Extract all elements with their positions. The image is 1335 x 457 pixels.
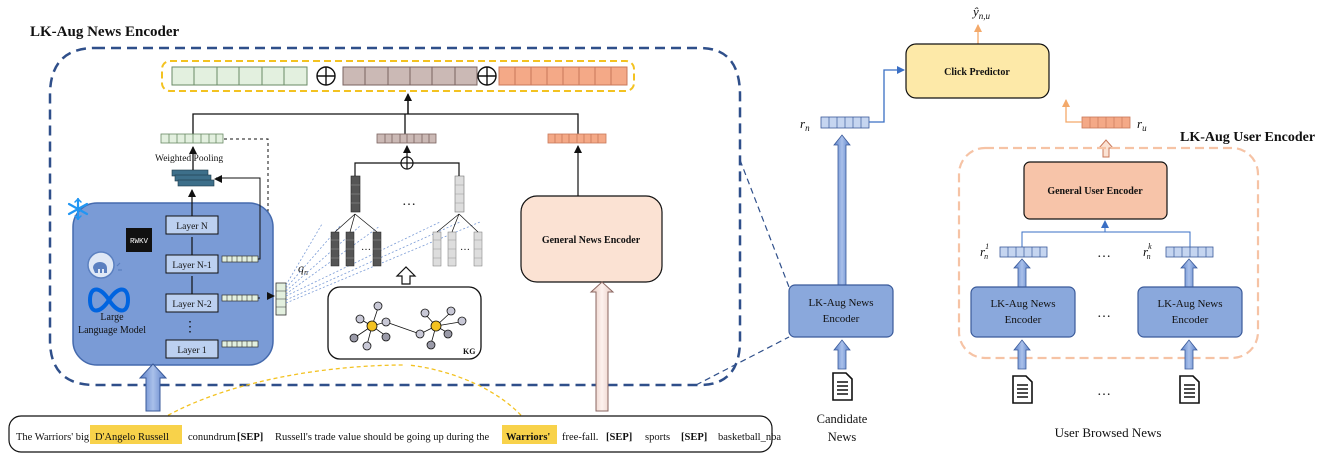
browsed-news-vector-1 — [999, 246, 1048, 258]
kg-graph-icon — [349, 301, 467, 351]
layer-n-label: Layer N — [176, 222, 208, 232]
input-news-text: The Warriors' big D'Angelo Russell conun… — [16, 432, 781, 443]
highlight-entity-2 — [502, 425, 557, 444]
candidate-encoder-label-line2: Encoder — [823, 313, 860, 325]
query-label: qn — [298, 261, 308, 277]
kg-entity-columns-left — [330, 175, 382, 267]
candidate-doc-arrow — [833, 339, 851, 370]
browsed-doc-arrow-k — [1180, 339, 1198, 370]
general-user-encoder-box — [1023, 161, 1168, 220]
layer-ellipsis: ⋮ — [183, 320, 197, 335]
highlight-entity-1 — [90, 425, 182, 444]
browsed-encoder-k-label-line2: Encoder — [1172, 314, 1209, 326]
concat-orange-vector — [498, 66, 628, 86]
general-user-encoder-label: General User Encoder — [1047, 186, 1143, 197]
browsed-encoder-1-label-line1: LK-Aug News — [990, 298, 1055, 310]
browsed-encoder-k-label-line1: LK-Aug News — [1157, 298, 1222, 310]
document-icon — [832, 372, 853, 401]
rwkv-logo — [126, 228, 152, 252]
oplus-icon — [316, 66, 336, 86]
llm-label-line2: Language Model — [78, 325, 146, 336]
concat-green-vector — [171, 66, 308, 86]
browsed-doc-arrow-1 — [1013, 339, 1031, 370]
kg-entity-columns-right — [432, 175, 483, 267]
browsed-encoder-arrow-k — [1180, 258, 1198, 288]
lk-aug-user-encoder-title: LK-Aug User Encoder — [1180, 130, 1315, 145]
browsed-lk-aug-encoder-box-k — [1137, 286, 1243, 338]
user-vector — [1081, 116, 1131, 129]
encoders-ellipsis: … — [1097, 306, 1111, 321]
candidate-news-vector — [820, 116, 870, 129]
candidate-pillar-arrow — [833, 134, 851, 286]
kg-graph-box — [327, 286, 482, 360]
general-news-encoder-label: General News Encoder — [542, 235, 641, 246]
layer-1-box — [165, 339, 219, 359]
snowflake-icon — [67, 197, 89, 221]
browsed-encoder-1-label-line2: Encoder — [1005, 314, 1042, 326]
kg-up-hollow-arrow — [395, 266, 417, 285]
documents-ellipsis: … — [1097, 384, 1111, 399]
click-predictor-label: Click Predictor — [944, 67, 1010, 78]
attention-dashed-lines — [285, 221, 481, 304]
lk-aug-news-encoder-title: LK-Aug News Encoder — [30, 24, 180, 40]
vectors-ellipsis: … — [1097, 246, 1111, 261]
candidate-repr-label: rn — [800, 116, 810, 133]
oplus-icon — [477, 66, 497, 86]
document-icon — [1179, 375, 1200, 404]
oplus-icon — [400, 156, 414, 170]
candidate-news-label-line1: Candidate — [817, 412, 868, 426]
llm-label-line1: Large — [100, 312, 124, 323]
rwkv-logo-text: RWKV — [130, 238, 149, 246]
user-browsed-news-label: User Browsed News — [1055, 425, 1162, 440]
zoom-dashed-line-bottom — [695, 336, 790, 386]
zoom-dashed-line-top — [739, 159, 790, 288]
pooled-llm-vector — [160, 133, 224, 144]
candidate-news-label-line2: News — [828, 430, 857, 444]
input-news-text-box — [8, 415, 773, 453]
kg-label: KG — [463, 347, 475, 356]
click-predictor-box — [905, 43, 1050, 99]
llm-block — [72, 202, 274, 366]
entity-link-dashed-curve-2 — [407, 364, 531, 427]
general-news-vector — [547, 133, 607, 144]
document-icon — [1012, 375, 1033, 404]
prediction-label: ŷn,u — [971, 4, 991, 21]
candidate-lk-aug-encoder-box — [788, 284, 894, 338]
weighted-pooling-stack-icon — [171, 169, 215, 187]
llm-input-pillar-arrow — [138, 363, 168, 412]
browsed-encoder-arrow-1 — [1013, 258, 1031, 288]
concat-vector-boundary — [161, 60, 635, 92]
concat-gray-vector — [342, 66, 478, 86]
kg-vector — [376, 133, 437, 144]
layer-1-label: Layer 1 — [177, 346, 207, 356]
browsed-lk-aug-encoder-box-1 — [970, 286, 1076, 338]
meta-logo-icon — [87, 287, 131, 313]
query-vector — [275, 282, 287, 316]
general-input-pillar-arrow — [589, 281, 615, 412]
concat-tree-connector — [192, 96, 579, 134]
general-news-encoder-box — [520, 195, 663, 283]
entity-link-dashed-curve — [149, 364, 406, 427]
weighted-pooling-label: Weighted Pooling — [155, 154, 223, 164]
candidate-encoder-label-line1: LK-Aug News — [808, 297, 873, 309]
user-repr-label: ru — [1137, 116, 1147, 133]
browsed-news-vector-k — [1165, 246, 1214, 258]
kg-middle-ellipsis: … — [402, 194, 416, 209]
layer-n-1-label: Layer N-1 — [172, 261, 212, 271]
kg-columns-ellipsis-right: … — [460, 242, 470, 253]
elephant-logo-icon — [87, 251, 122, 279]
user-encoder-dashed-boundary — [957, 146, 1260, 360]
layer-n-2-label: Layer N-2 — [172, 300, 212, 310]
kg-columns-ellipsis: … — [361, 242, 371, 253]
